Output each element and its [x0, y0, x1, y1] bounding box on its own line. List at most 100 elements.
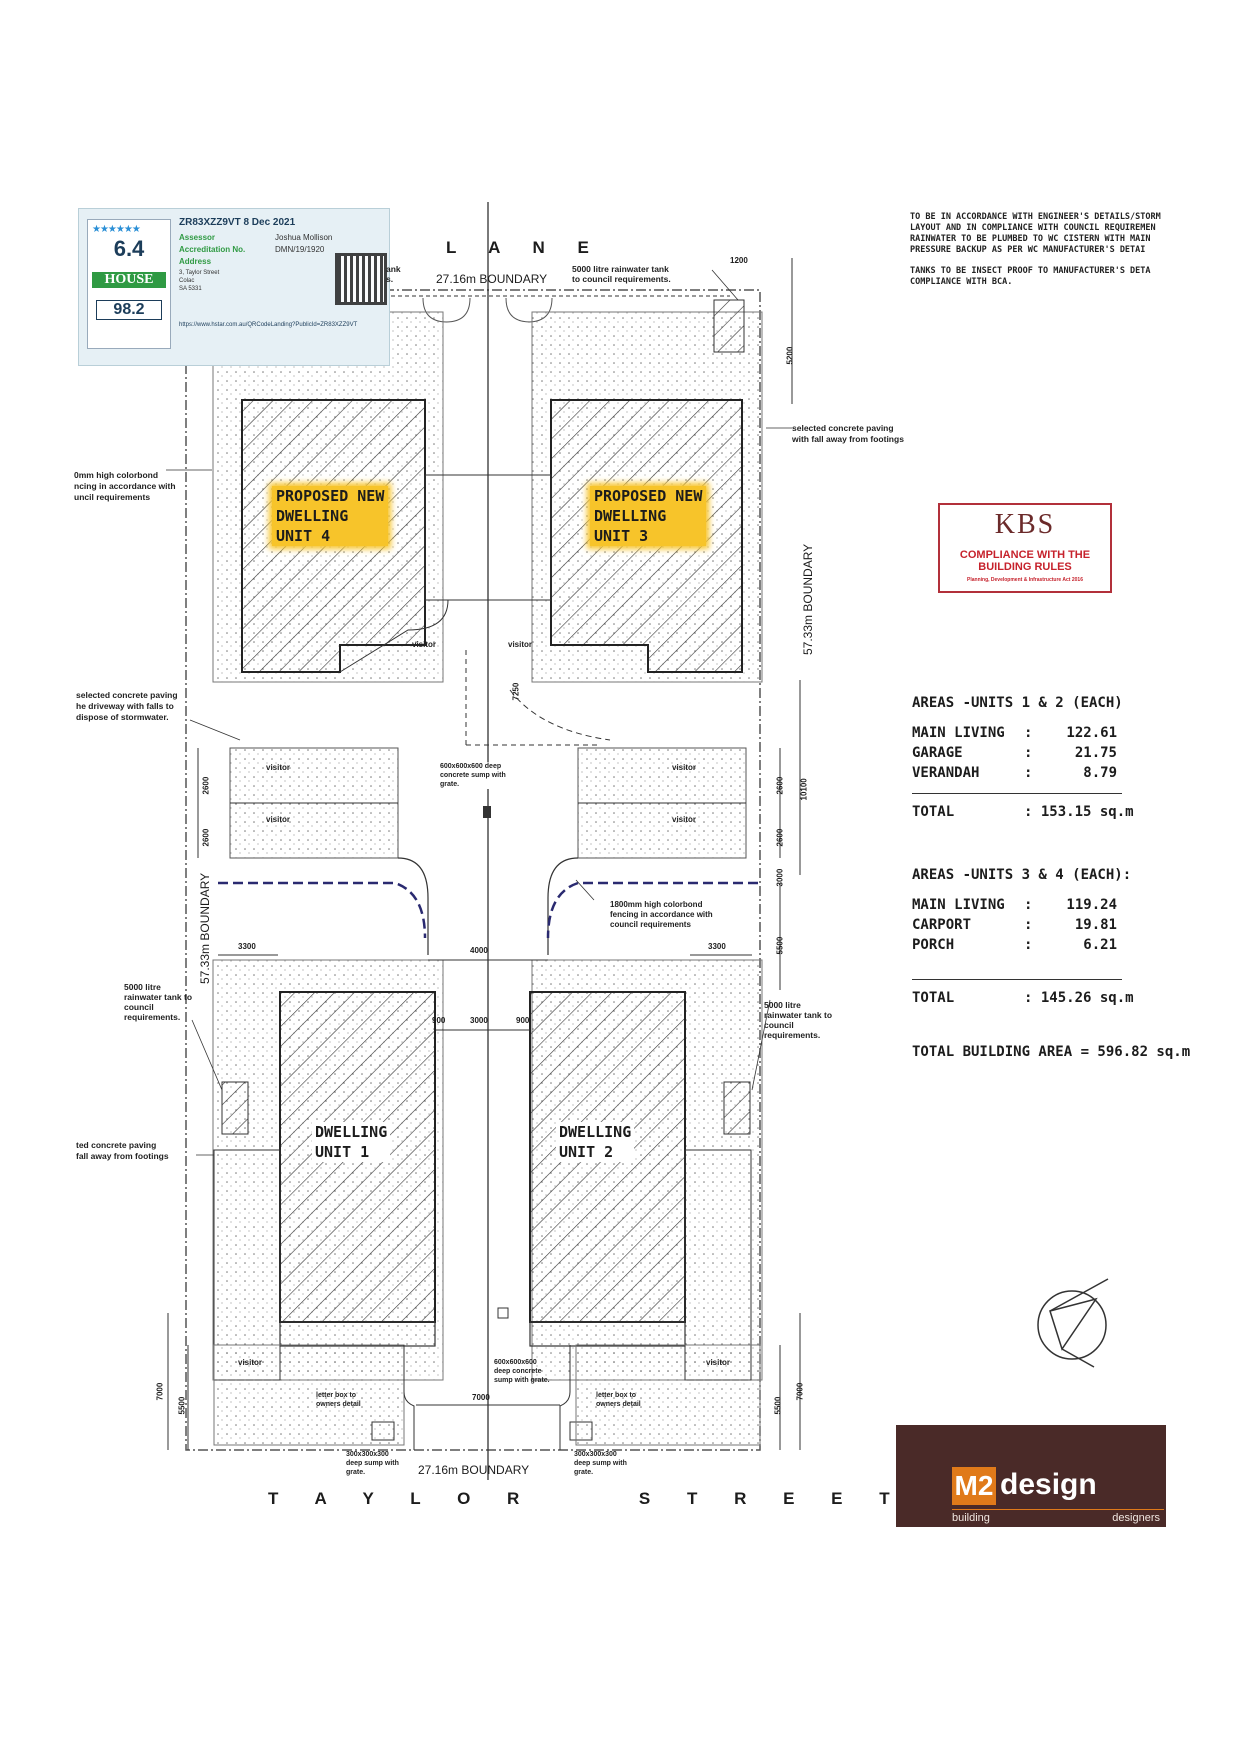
- area-total-row: TOTAL : 153.15 sq.m: [912, 804, 1172, 824]
- dim-4000: 4000: [470, 946, 488, 955]
- note-fence-left: 0mm high colorbond ncing in accordance w…: [74, 470, 176, 502]
- left-boundary-label: 57.33m BOUNDARY: [198, 872, 212, 984]
- m2-logo: M2: [952, 1467, 996, 1505]
- note-sump-bottom: 600x600x600 deep concrete sump with grat…: [494, 1359, 550, 1384]
- m2-design-title-block: M2 design building designers: [896, 1425, 1166, 1527]
- unit-1-label: DWELLING UNIT 1: [312, 1122, 391, 1162]
- note-line-1: TO BE IN ACCORDANCE WITH ENGINEER'S DETA…: [910, 212, 1161, 222]
- area-label: MAIN LIVING: [912, 897, 1005, 913]
- area-label: VERANDAH: [912, 765, 980, 781]
- note-line-6: COMPLIANCE WITH BCA.: [910, 277, 1013, 287]
- area-value: 119.24: [1066, 897, 1117, 913]
- dim-7000c: 7000: [795, 1382, 805, 1401]
- kbs-compliance-stamp: KBS COMPLIANCE WITH THE BUILDING RULES P…: [938, 503, 1112, 593]
- address-value: 3, Taylor Street Colac SA 5331: [179, 270, 220, 292]
- bottom-boundary-label: 27.16m BOUNDARY: [418, 1463, 530, 1477]
- total-building-area: TOTAL BUILDING AREA = 596.82 sq.m: [912, 1044, 1191, 1060]
- dim-3000a: 3000: [775, 868, 785, 887]
- dim-2600b: 2600: [201, 828, 211, 847]
- area-row: CARPORT : 19.81: [912, 917, 1172, 937]
- area-row: MAIN LIVING : 122.61: [912, 725, 1172, 745]
- kbs-line-2: BUILDING RULES: [978, 561, 1072, 573]
- lane-label: L A N E: [446, 238, 603, 257]
- note-paving-right: selected concrete paving with fall away …: [792, 423, 904, 444]
- accreditation-label: Accreditation No.: [179, 245, 246, 254]
- dim-7000a: 7000: [155, 1382, 165, 1401]
- carport-unit3: [487, 474, 552, 601]
- site-boundary: [185, 289, 761, 1451]
- area-row: PORCH : 6.21: [912, 937, 1172, 957]
- area-row: MAIN LIVING : 119.24: [912, 897, 1172, 917]
- visitor-label: visitor: [706, 1358, 731, 1367]
- dim-5500b: 5500: [773, 1396, 783, 1415]
- note-sump-center: 600x600x600 deep concrete sump with grat…: [440, 762, 506, 789]
- dim-2600a: 2600: [201, 776, 211, 795]
- area-value: 21.75: [1074, 745, 1117, 761]
- visitor-label: visitor: [412, 640, 437, 649]
- note-letterbox-right: letter box to owners detail: [596, 1392, 641, 1408]
- tank-right: [723, 1081, 751, 1135]
- dim-1200: 1200: [730, 256, 748, 265]
- area-value: 6.21: [1083, 937, 1117, 953]
- sump-bottom: [497, 1307, 509, 1319]
- construction-notes: TO BE IN ACCORDANCE WITH ENGINEER'S DETA…: [910, 212, 1240, 288]
- dim-5200: 5200: [785, 346, 795, 365]
- area-sep: :: [1024, 917, 1033, 933]
- note-sump-small-left: 300x300x300 deep sump with grate.: [346, 1451, 399, 1476]
- dim-7250: 7250: [511, 682, 521, 701]
- visitor-label: visitor: [672, 763, 697, 772]
- assessor-value: Joshua Mollison: [275, 233, 333, 242]
- m2-tagline-left: building: [952, 1512, 990, 1524]
- stars-icon: ★★★★★★: [92, 224, 141, 235]
- area-sep: :: [1024, 897, 1033, 913]
- unit-3-label: PROPOSED NEW DWELLING UNIT 3: [590, 486, 707, 546]
- note-line-5: TANKS TO BE INSECT PROOF TO MANUFACTURER…: [910, 266, 1151, 276]
- energy-rating-certificate: ★★★★★★ 6.4 HOUSE 98.2 ZR83XZZ9VT 8 Dec 2…: [78, 208, 390, 366]
- unit-4-text: PROPOSED NEW DWELLING UNIT 4: [272, 486, 389, 546]
- dim-10100: 10100: [799, 778, 809, 801]
- unit-4-label: PROPOSED NEW DWELLING UNIT 4: [272, 486, 389, 546]
- areas-divider: [912, 793, 1122, 794]
- visitor-label: visitor: [238, 1358, 263, 1367]
- areas-units-3-4: AREAS -UNITS 3 & 4 (EACH): MAIN LIVING :…: [912, 867, 1172, 1010]
- dim-900b: 900: [516, 1016, 530, 1025]
- area-row: VERANDAH : 8.79: [912, 765, 1172, 785]
- star-rating-value: 6.4: [113, 236, 145, 261]
- top-boundary-label: 27.16m BOUNDARY: [436, 272, 548, 286]
- note-line-3: RAINWATER TO BE PLUMBED TO WC CISTERN WI…: [910, 234, 1151, 244]
- areas-34-heading: AREAS -UNITS 3 & 4 (EACH):: [912, 867, 1132, 883]
- area-sep: :: [1024, 765, 1033, 781]
- dim-3300a: 3300: [238, 942, 256, 951]
- area-label: GARAGE: [912, 745, 963, 761]
- kbs-small-print: Planning, Development & Infrastructure A…: [967, 577, 1083, 583]
- area-value: 19.81: [1074, 917, 1117, 933]
- certificate-reference: ZR83XZZ9VT 8 Dec 2021: [179, 217, 296, 228]
- m2-tagline: building designers: [952, 1509, 1164, 1524]
- energy-score: 98.2: [96, 300, 162, 320]
- area-sep: :: [1024, 725, 1033, 741]
- dim-2600d: 2600: [775, 828, 785, 847]
- note-letterbox-left: letter box to owners detail: [316, 1392, 361, 1408]
- area-total-row: TOTAL : 145.26 sq.m: [912, 990, 1172, 1010]
- visitor-label: visitor: [508, 640, 533, 649]
- street-label: T A Y L O R S T R E E T: [268, 1489, 906, 1508]
- m2-tagline-right: designers: [1112, 1512, 1160, 1524]
- area-total-value: : 153.15 sq.m: [1024, 804, 1134, 820]
- note-tank-top: 5000 litre rainwater tank to council req…: [572, 264, 671, 284]
- areas-divider: [912, 979, 1122, 980]
- note-tank-top-left: ank s.: [386, 264, 401, 284]
- area-value: 8.79: [1083, 765, 1117, 781]
- note-sump-small-right: 300x300x300 deep sump with grate.: [574, 1451, 627, 1476]
- dim-2600c: 2600: [775, 776, 785, 795]
- dim-5500a: 5500: [177, 1396, 187, 1415]
- tank-top-right: [713, 299, 745, 353]
- qr-code-icon: [335, 253, 387, 305]
- certificate-url[interactable]: https://www.hstar.com.au/QRCodeLanding?P…: [179, 322, 358, 328]
- area-sep: :: [1024, 745, 1033, 761]
- dim-3000b: 3000: [470, 1016, 488, 1025]
- unit-2-label: DWELLING UNIT 2: [556, 1122, 635, 1162]
- address-label: Address: [179, 257, 212, 266]
- area-label: CARPORT: [912, 917, 972, 933]
- kbs-logo: KBS: [994, 509, 1056, 540]
